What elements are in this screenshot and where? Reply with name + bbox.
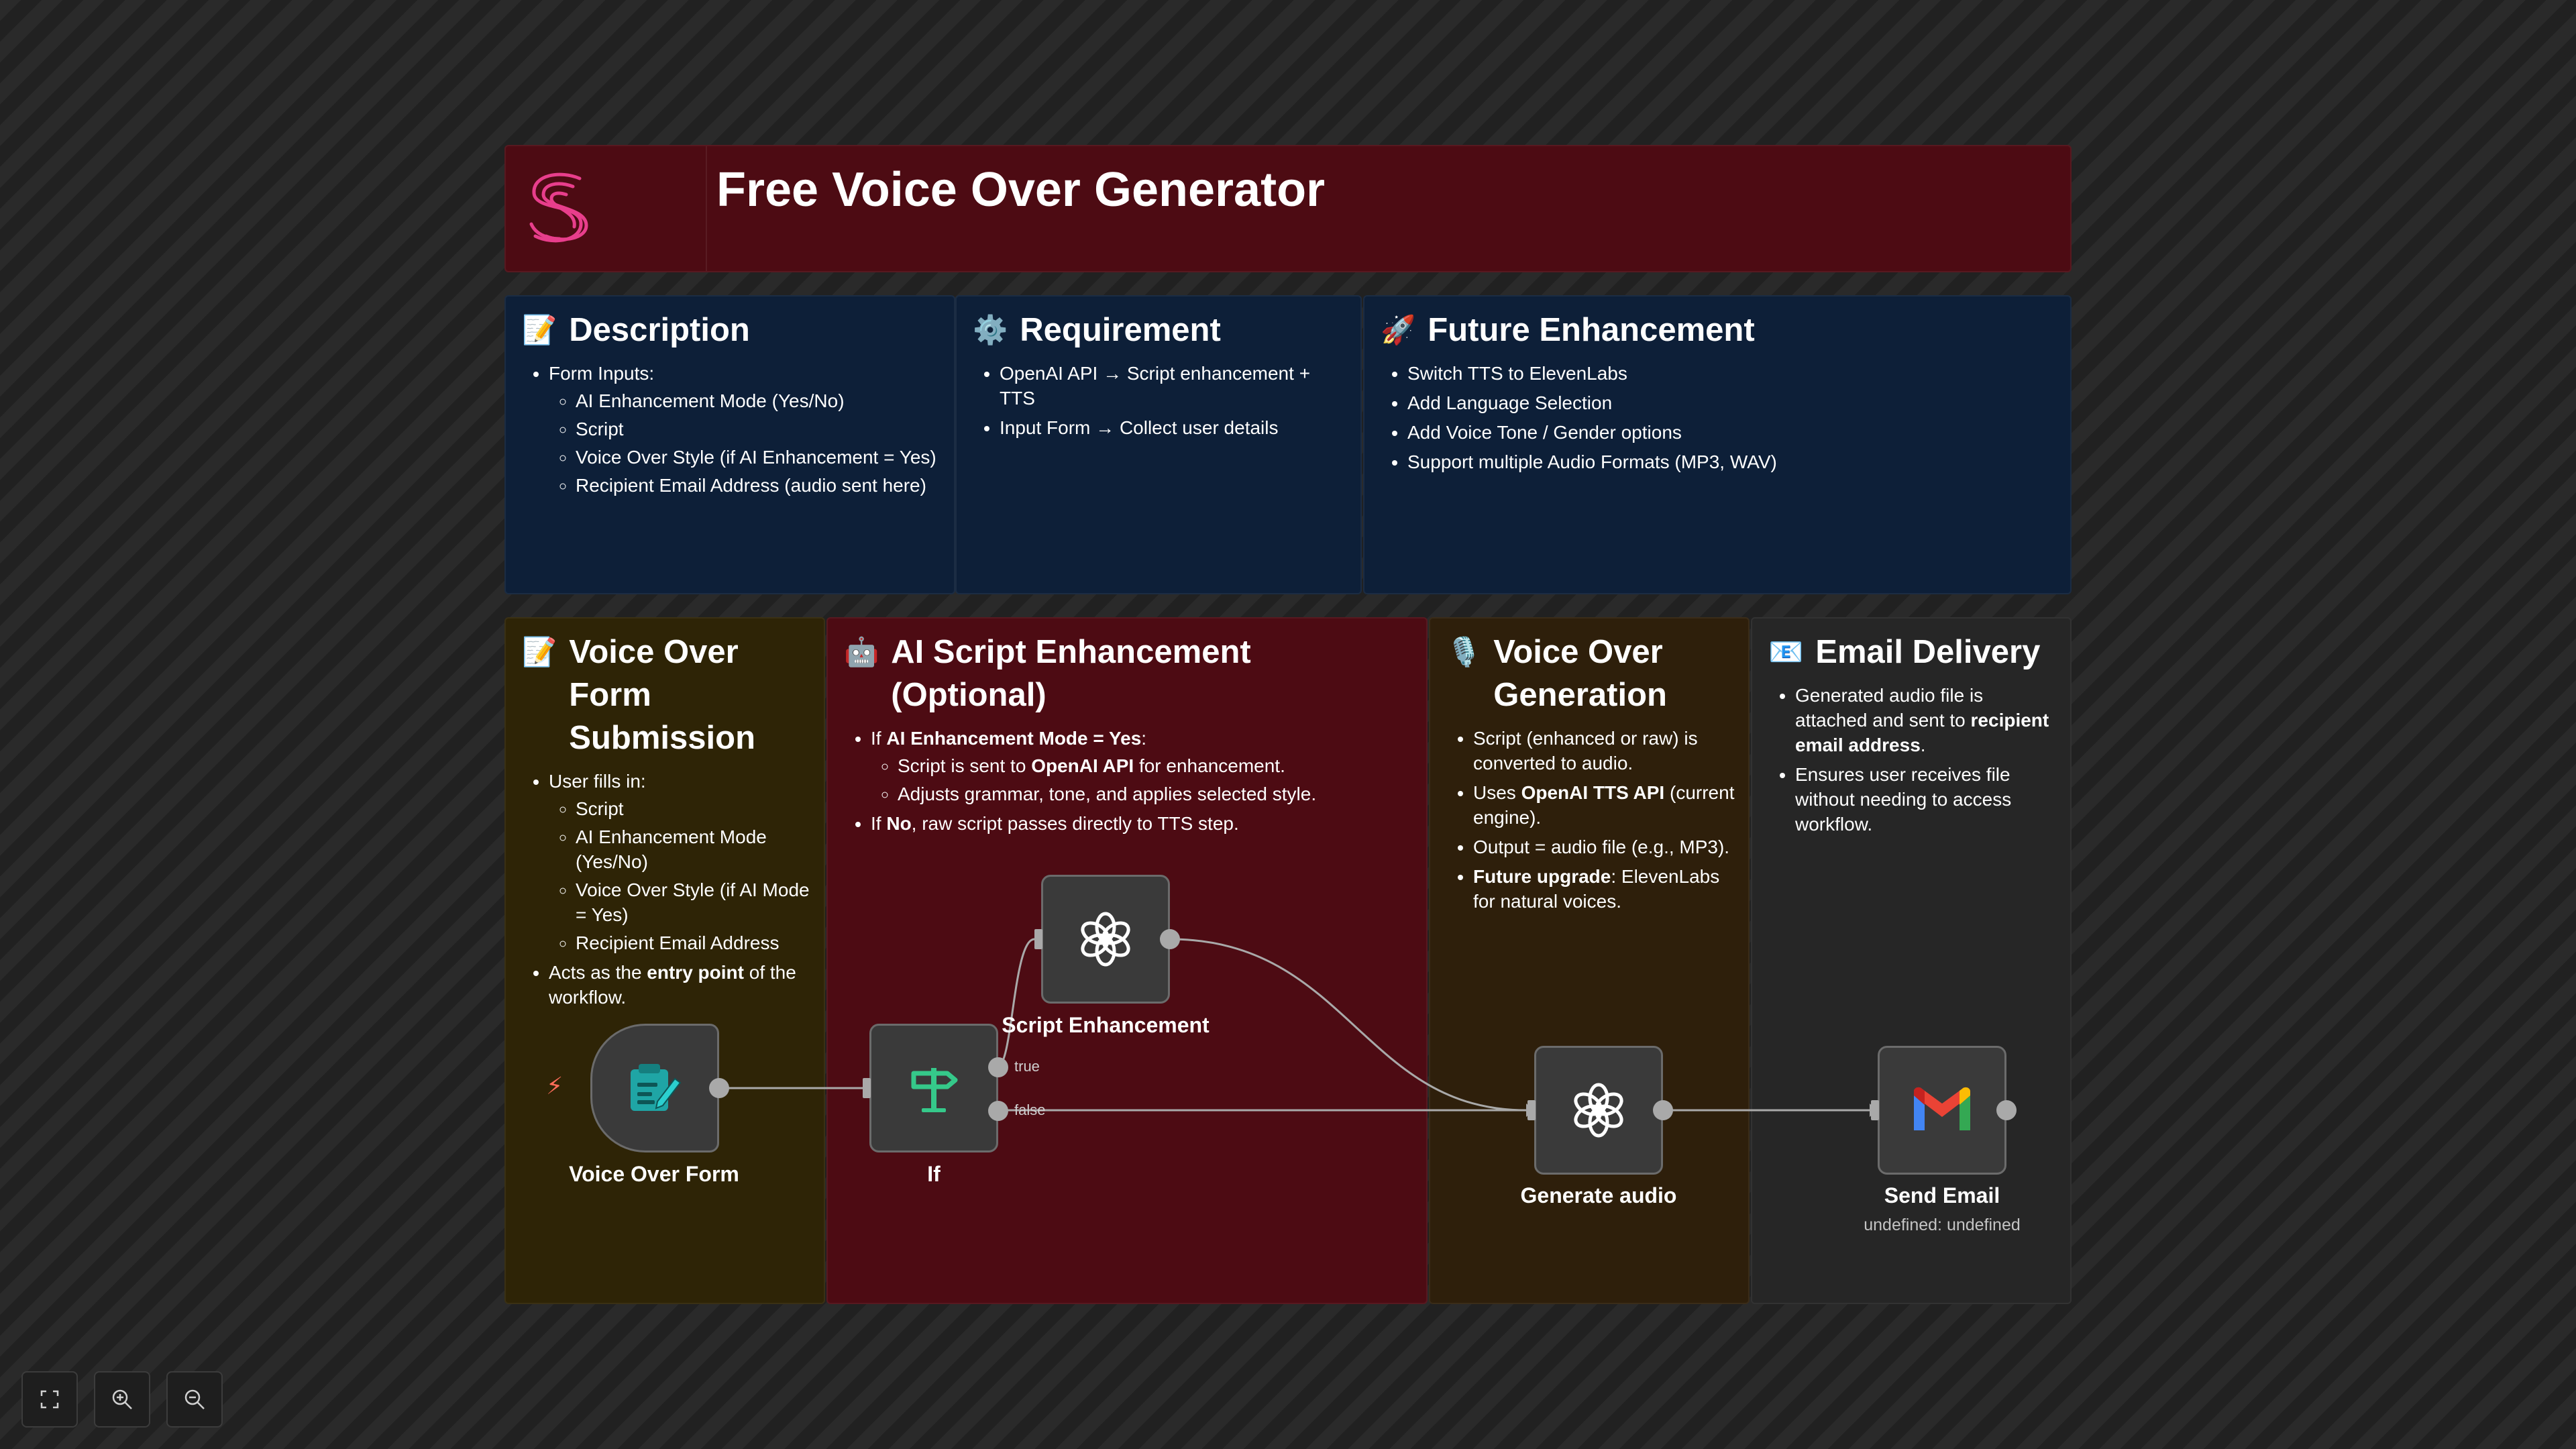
form-section-list: User fills in: Script AI Enhancement Mod… <box>522 769 812 1010</box>
zoom-in-icon <box>112 1389 132 1409</box>
node-label-if: If <box>927 1162 941 1186</box>
list-item: Recipient Email Address (audio sent here… <box>576 473 942 498</box>
description-list: Form Inputs: AI Enhancement Mode (Yes/No… <box>522 361 942 498</box>
requirement-heading: Requirement <box>1020 312 1221 348</box>
trigger-bolt-icon: ⚡ <box>546 1072 564 1099</box>
list-item: Add Voice Tone / Gender options <box>1407 420 2058 445</box>
node-send-email[interactable] <box>1878 1046 2006 1175</box>
memo-icon: 📝 <box>522 314 557 345</box>
output-port-script[interactable] <box>1160 929 1180 949</box>
gmail-icon <box>1914 1087 1970 1130</box>
gear-icon: ⚙️ <box>973 314 1008 345</box>
future-list: Switch TTS to ElevenLabs Add Language Se… <box>1381 361 2058 474</box>
list-item: AI Enhancement Mode (Yes/No) <box>576 388 942 413</box>
list-item: Script (enhanced or raw) is converted to… <box>1473 726 1736 775</box>
node-generate-audio[interactable] <box>1534 1046 1663 1175</box>
list-item: Add Language Selection <box>1407 390 2058 415</box>
gen-section-heading: Voice Over Generation <box>1493 634 1667 713</box>
robot-icon: 🤖 <box>844 636 879 667</box>
list-item: AI Enhancement Mode (Yes/No) <box>576 824 812 874</box>
workflow-title: Free Voice Over Generator <box>716 163 1326 217</box>
mail-section-heading: Email Delivery <box>1815 634 2041 670</box>
branch-label-false: false <box>1014 1102 1046 1118</box>
list-item: Voice Over Style (if AI Enhancement = Ye… <box>576 445 942 470</box>
gen-section-list: Script (enhanced or raw) is converted to… <box>1446 726 1736 914</box>
list-item: Adjusts grammar, tone, and applies selec… <box>898 782 1414 806</box>
node-label-audio: Generate audio <box>1520 1183 1677 1208</box>
list-item: Voice Over Style (if AI Mode = Yes) <box>576 877 812 927</box>
node-if[interactable] <box>869 1024 998 1152</box>
list-item: Acts as the entry point of the workflow. <box>549 960 812 1010</box>
input-port-script[interactable] <box>1034 929 1042 949</box>
description-sticky[interactable]: 📝 Description Form Inputs: AI Enhancement… <box>504 295 955 594</box>
input-port-audio[interactable] <box>1527 1100 1536 1120</box>
output-port-form[interactable] <box>709 1078 729 1098</box>
zoom-out-icon <box>184 1389 205 1409</box>
openai-icon <box>1081 912 1130 967</box>
output-port-if-false[interactable] <box>988 1101 1008 1121</box>
output-port-if-true[interactable] <box>988 1057 1008 1077</box>
node-voice-over-form[interactable] <box>590 1024 719 1152</box>
output-port-email[interactable] <box>1996 1100 2017 1120</box>
title-sticky[interactable]: Free Voice Over Generator <box>504 145 2072 272</box>
list-item: Script <box>576 796 812 821</box>
microphone-icon: 🎙️ <box>1446 636 1482 667</box>
input-port-email[interactable] <box>1871 1100 1879 1120</box>
logo-cell <box>506 146 707 271</box>
form-section-heading: Voice Over Form Submission <box>569 634 756 756</box>
input-port-if[interactable] <box>863 1078 871 1098</box>
fit-view-icon <box>40 1390 59 1409</box>
envelope-icon: 📧 <box>1768 636 1804 667</box>
list-item: Support multiple Audio Formats (MP3, WAV… <box>1407 449 2058 474</box>
output-port-audio[interactable] <box>1653 1100 1673 1120</box>
list-item: OpenAI API → Script enhancement + TTS <box>1000 361 1348 411</box>
zoom-in-button[interactable] <box>94 1371 150 1428</box>
form-submission-sticky[interactable]: 📝 Voice Over Form Submission User fills i… <box>504 617 825 1304</box>
signpost-icon <box>911 1068 958 1112</box>
list-item: Generated audio file is attached and sen… <box>1795 683 2058 757</box>
memo-icon: 📝 <box>522 636 557 667</box>
future-heading: Future Enhancement <box>1428 312 1755 348</box>
list-item: Recipient Email Address <box>576 930 812 955</box>
requirement-sticky[interactable]: ⚙️ Requirement OpenAI API → Script enhanc… <box>955 295 1362 594</box>
node-label-email: Send Email <box>1884 1183 2000 1208</box>
list-item: If No, raw script passes directly to TTS… <box>871 811 1414 836</box>
openai-icon <box>1574 1083 1623 1138</box>
branch-label-true: true <box>1014 1058 1040 1075</box>
zoom-out-button[interactable] <box>166 1371 223 1428</box>
ai-section-heading: AI Script Enhancement (Optional) <box>891 634 1251 713</box>
list-item: Script is sent to OpenAI API for enhance… <box>898 753 1414 778</box>
node-label-form: Voice Over Form <box>569 1162 739 1186</box>
list-item: Output = audio file (e.g., MP3). <box>1473 835 1736 859</box>
list-item: Uses OpenAI TTS API (current engine). <box>1473 780 1736 830</box>
description-heading: Description <box>569 312 750 348</box>
list-item: Script <box>576 417 942 441</box>
brand-logo <box>529 172 588 243</box>
list-item: Input Form → Collect user details <box>1000 415 1348 440</box>
future-enhancement-sticky[interactable]: 🚀 Future Enhancement Switch TTS to Eleven… <box>1363 295 2072 594</box>
list-item: Ensures user receives file without needi… <box>1795 762 2058 837</box>
node-label-script: Script Enhancement <box>1002 1013 1210 1037</box>
email-delivery-sticky[interactable]: 📧 Email Delivery Generated audio file is … <box>1751 617 2072 1304</box>
requirement-list: OpenAI API → Script enhancement + TTS In… <box>973 361 1348 440</box>
list-item: Future upgrade: ElevenLabs for natural v… <box>1473 864 1736 914</box>
mail-section-list: Generated audio file is attached and sen… <box>1768 683 2058 837</box>
rocket-icon: 🚀 <box>1381 314 1416 345</box>
node-script-enhancement[interactable] <box>1041 875 1170 1004</box>
fit-view-button[interactable] <box>21 1371 78 1428</box>
form-icon <box>631 1064 682 1111</box>
ai-section-list: If AI Enhancement Mode = Yes: Script is … <box>844 726 1414 836</box>
node-subtitle-email: undefined: undefined <box>1864 1216 2021 1234</box>
list-item: Switch TTS to ElevenLabs <box>1407 361 2058 386</box>
